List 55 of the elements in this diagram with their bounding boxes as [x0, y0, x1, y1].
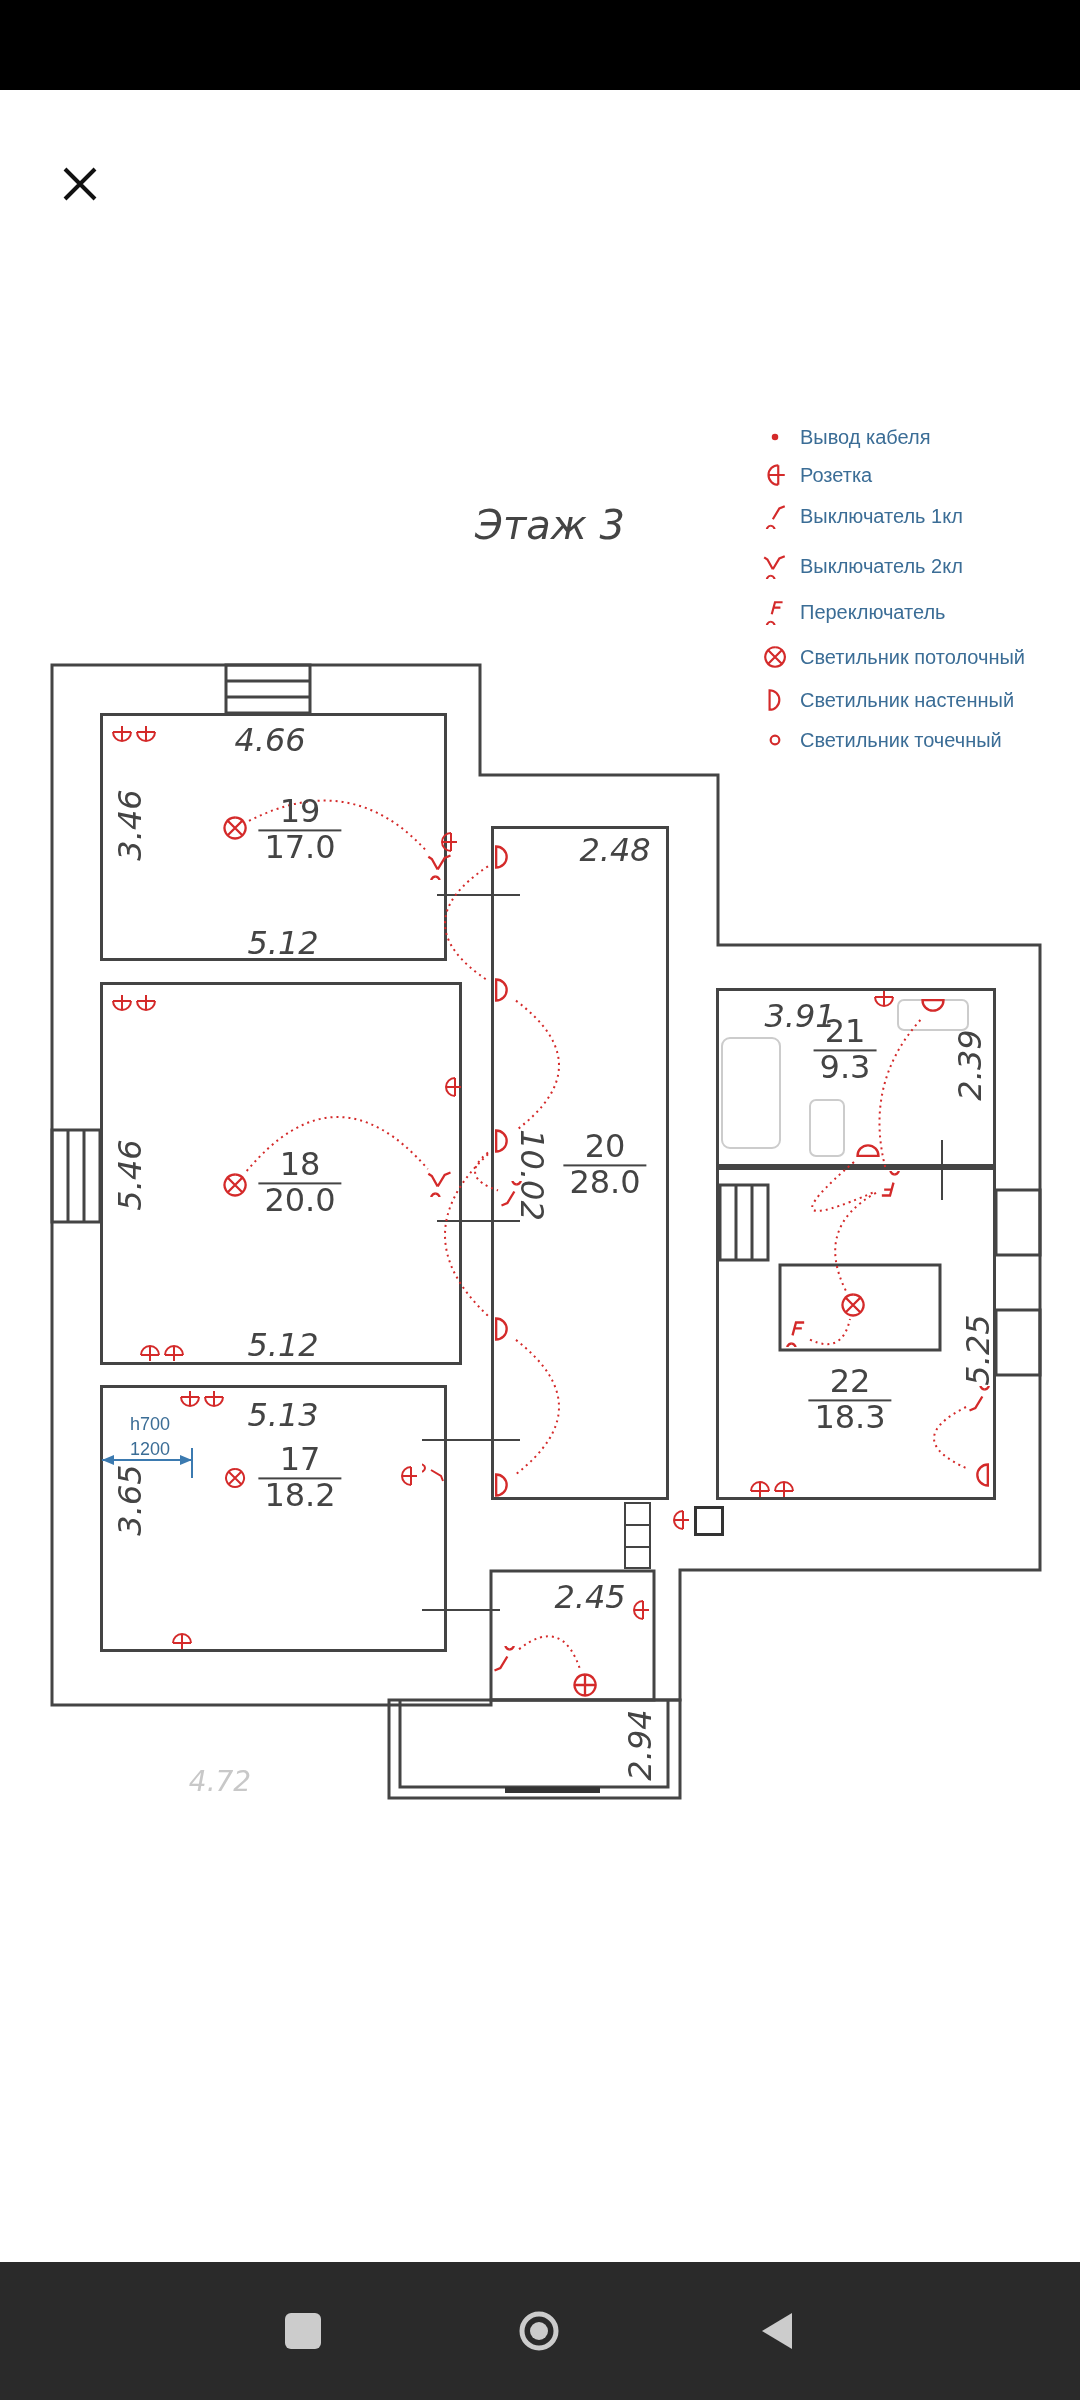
dimension-text: 1200 — [130, 1440, 170, 1458]
room-outline — [100, 982, 462, 1365]
room-number: 22 — [808, 1365, 892, 1401]
dimension-label: 2.94 — [624, 1709, 656, 1781]
room-area: 28.0 — [563, 1166, 647, 1200]
wire-line — [933, 1406, 969, 1470]
dimension-label: 3.46 — [114, 789, 146, 861]
wire-line — [515, 1338, 560, 1476]
dimension-label: 5.25 — [962, 1314, 994, 1386]
legend-label: Выключатель 1кл — [800, 506, 963, 526]
room-number: 20 — [563, 1130, 647, 1166]
dimension-label: 2.48 — [579, 834, 651, 866]
legend-label: Светильник точечный — [800, 730, 1002, 750]
dimension-label: 5.12 — [247, 927, 319, 959]
dimension-label: 10.02 — [516, 1129, 548, 1221]
legend-label: Выключатель 2кл — [800, 556, 963, 576]
room-area: 18.2 — [258, 1479, 342, 1513]
dimension-label: 2.45 — [554, 1581, 626, 1613]
legend-label: Светильник потолочный — [800, 647, 1025, 667]
room-area: 9.3 — [813, 1051, 877, 1085]
room-number: 17 — [258, 1443, 342, 1479]
switch-icon — [426, 852, 454, 880]
switch-icon — [426, 1169, 454, 1197]
legend-label: Розетка — [800, 465, 873, 485]
wire-line — [809, 1318, 851, 1346]
dimension-text: h700 — [130, 1415, 170, 1433]
ceiling-lamp-icon — [221, 814, 249, 842]
room-area: 17.0 — [258, 831, 342, 865]
room-outline — [100, 1385, 447, 1652]
room-number: 18 — [258, 1148, 342, 1184]
room-outline — [716, 1167, 996, 1500]
room-outline — [491, 826, 669, 1500]
ceiling-lamp-icon — [839, 1291, 867, 1319]
wire-line — [834, 1191, 877, 1292]
dimension-label: 4.66 — [234, 724, 306, 756]
legend-label: Вывод кабеля — [800, 427, 931, 447]
room-area: 18.3 — [808, 1401, 892, 1435]
ceiling-lamp-icon — [221, 1171, 249, 1199]
dimension-label: 5.12 — [247, 1329, 319, 1361]
wire-line — [444, 1153, 489, 1317]
floor-title: Этаж 3 — [475, 505, 625, 545]
dimension-label: 3.65 — [114, 1464, 146, 1536]
room-outline — [716, 988, 996, 1167]
wire-line — [474, 1151, 499, 1192]
dimension-label: 2.39 — [954, 1029, 986, 1101]
wire-line — [444, 865, 489, 982]
room-number: 19 — [258, 795, 342, 831]
legend-label: Светильник настенный — [800, 690, 1015, 710]
room-area: 20.0 — [258, 1184, 342, 1218]
dimension-label: 5.13 — [247, 1399, 319, 1431]
wire-line — [248, 799, 429, 853]
ceiling-lamp-icon — [571, 1671, 599, 1699]
wire-line — [515, 999, 560, 1132]
legend-label: Переключатель — [800, 602, 946, 622]
dimension-label: 5.46 — [114, 1139, 146, 1211]
